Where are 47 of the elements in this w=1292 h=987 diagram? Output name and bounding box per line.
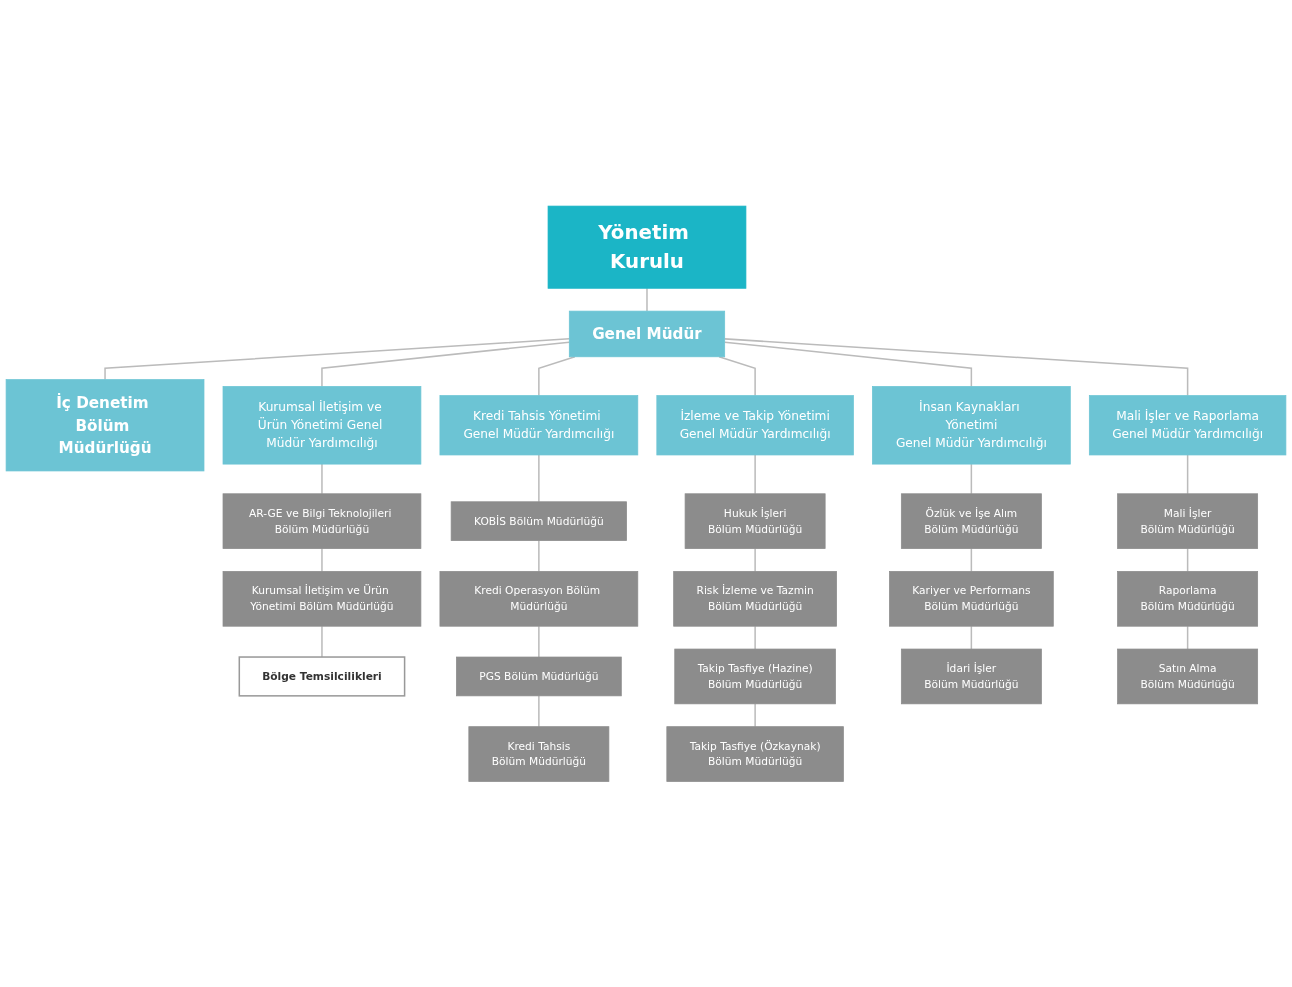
- node-box: Kurumsal İletişim ve Ürün Yönetimi Bölüm Müdürlüğü: [222, 570, 422, 627]
- node-box: Mali İşler ve Raporlama Genel Müdür Yardımcılığı: [1088, 394, 1287, 456]
- node-box: Takip Tasfiye (Özkaynak) Bölüm Müdürlüğü: [666, 726, 844, 782]
- node-box: KOBİS Bölüm Müdürlüğü: [450, 501, 627, 541]
- node-box: Mali İşler Bölüm Müdürlüğü: [1117, 493, 1259, 549]
- connector: [538, 694, 540, 728]
- node-box: İdari İşler Bölüm Müdürlüğü: [900, 648, 1042, 704]
- connector: [723, 341, 973, 387]
- node-box: Risk İzleme ve Tazmin Bölüm Müdürlüğü: [673, 570, 837, 627]
- connector: [970, 547, 973, 572]
- connector: [970, 625, 973, 650]
- node-box: Bölge Temsilcilikleri: [238, 656, 406, 697]
- node-box: Özlük ve İşe Alım Bölüm Müdürlüğü: [900, 493, 1042, 549]
- connector: [321, 625, 323, 658]
- connector: [321, 463, 323, 495]
- node-box: İnsan Kaynakları Yönetimi Genel Müdür Yardımcılığı: [872, 385, 1071, 465]
- node-box: İzleme ve Takip Yönetimi Genel Müdür Yardımcılığı: [656, 394, 854, 456]
- connector: [754, 547, 756, 572]
- connector: [970, 463, 973, 495]
- connector: [321, 547, 323, 572]
- node-box: AR-GE ve Bilgi Teknolojileri Bölüm Müdürlüğü: [222, 493, 422, 549]
- node-box: Hukuk İşleri Bölüm Müdürlüğü: [684, 493, 826, 549]
- node-box: Kariyer ve Performans Bölüm Müdürlüğü: [889, 570, 1054, 627]
- node-box: Raporlama Bölüm Müdürlüğü: [1117, 570, 1259, 627]
- connector: [754, 453, 756, 495]
- connector: [723, 337, 1189, 397]
- node-box: Yönetim Kurulu: [547, 205, 747, 289]
- node-box: Takip Tasfiye (Hazine) Bölüm Müdürlüğü: [674, 648, 836, 704]
- node-box: PGS Bölüm Müdürlüğü: [456, 656, 622, 696]
- connector: [538, 625, 540, 658]
- connector: [646, 287, 648, 312]
- node-box: Genel Müdür: [568, 310, 726, 357]
- node-box: Kurumsal İletişim ve Ürün Yönetimi Genel Müdür Yardımcılığı: [222, 385, 422, 465]
- connector: [538, 539, 540, 572]
- connector: [1186, 547, 1189, 572]
- connector: [321, 341, 571, 387]
- connector: [754, 702, 756, 728]
- node-box: Kredi Tahsis Bölüm Müdürlüğü: [468, 726, 610, 782]
- connector: [1186, 625, 1189, 650]
- node-box: İç Denetim Bölüm Müdürlüğü: [5, 378, 205, 472]
- connector: [104, 337, 571, 381]
- connector: [1186, 453, 1189, 495]
- connector: [538, 453, 540, 503]
- node-box: Kredi Operasyon Bölüm Müdürlüğü: [439, 570, 639, 627]
- node-box: Satın Alma Bölüm Müdürlüğü: [1117, 648, 1259, 704]
- connector: [754, 625, 756, 650]
- node-box: Kredi Tahsis Yönetimi Genel Müdür Yardımcılığı: [439, 394, 639, 456]
